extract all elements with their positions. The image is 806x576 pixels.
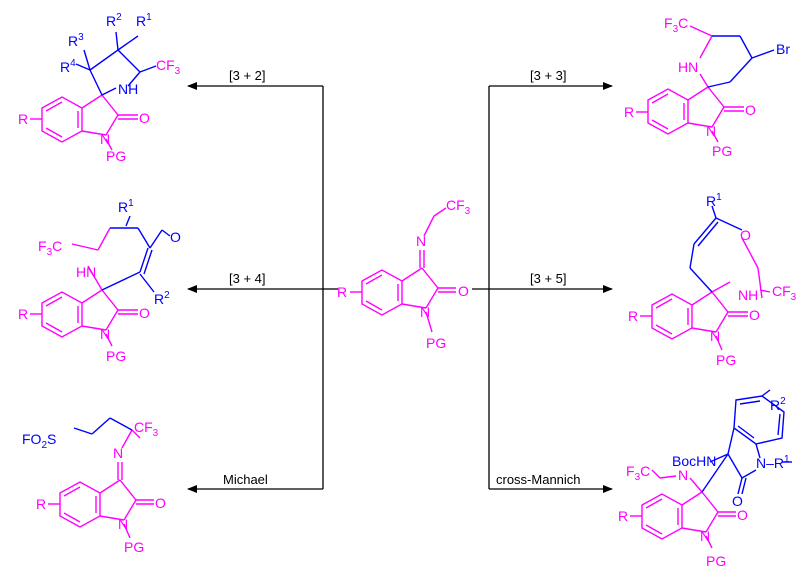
center-o: O <box>458 283 469 299</box>
p35-cf3: CF3 <box>772 283 797 303</box>
pcm-n: N <box>700 528 710 544</box>
p-michael-cf3: CF3 <box>134 419 159 439</box>
p34-aldehyde-o: O <box>170 229 181 245</box>
p34-r2: R2 <box>154 290 170 307</box>
pcm-r2: R2 <box>770 396 786 413</box>
p34-f3c: F3C <box>38 238 62 258</box>
p32-nh: NH <box>118 81 138 97</box>
p34-o: O <box>139 305 150 321</box>
pcm-pg: PG <box>706 553 726 569</box>
left-arrow-tree <box>187 82 338 493</box>
p33-r: R <box>624 104 634 120</box>
p-michael-n: N <box>118 516 128 532</box>
p33-br: Br <box>776 41 790 57</box>
pcm-f3c: F3C <box>626 463 650 483</box>
product-3-3: F3C Br HN R O N PG <box>624 15 790 159</box>
label-michael: Michael <box>223 472 268 487</box>
p32-r4: R4 <box>60 58 76 75</box>
product-michael: FO2S CF3 N R O N PG <box>22 417 166 555</box>
p35-n: N <box>710 328 720 344</box>
p-michael-o: O <box>155 495 166 511</box>
p35-r: R <box>628 308 638 324</box>
p35-nh: NH <box>738 287 758 303</box>
label-3-3: [3 + 3] <box>530 68 567 83</box>
p32-r: R <box>18 111 28 127</box>
pcm-r: R <box>618 508 628 524</box>
p33-f3c: F3C <box>664 15 688 35</box>
p-michael-r: R <box>36 496 46 512</box>
center-pg: PG <box>426 335 446 351</box>
p34-pg: PG <box>106 348 126 364</box>
product-3-5: R1 O CF3 NH R O N PG <box>628 192 797 368</box>
p32-n: N <box>100 131 110 147</box>
p33-pg: PG <box>712 143 732 159</box>
product-3-2: R2 R1 R3 R4 NH CF3 R O N PG <box>18 12 181 164</box>
p32-pg: PG <box>106 148 126 164</box>
label-cross-mannich: cross-Mannich <box>496 472 581 487</box>
product-cross-mannich: R2 N–R1 BocHN O F3C N R O N PG <box>618 389 792 569</box>
p32-cf3: CF3 <box>156 57 181 77</box>
p34-hn: HN <box>76 264 96 280</box>
p32-r3: R3 <box>68 32 84 49</box>
p35-o: O <box>749 307 760 323</box>
p34-r1: R1 <box>118 198 134 215</box>
center-n: N <box>420 304 430 320</box>
center-n-imine: N <box>416 233 426 249</box>
p34-n: N <box>100 326 110 342</box>
p34-r: R <box>18 306 28 322</box>
pcm-o-lactam: O <box>732 493 743 509</box>
pcm-bochn: BocHN <box>672 453 716 469</box>
pcm-n-imine: N <box>678 467 688 483</box>
p32-o: O <box>139 110 150 126</box>
right-arrow-tree <box>472 82 613 493</box>
p32-r1: R1 <box>136 12 152 29</box>
p33-o: O <box>745 102 756 118</box>
label-3-4: [3 + 4] <box>229 271 266 286</box>
center-r: R <box>337 284 347 300</box>
p33-n: N <box>706 123 716 139</box>
product-3-4: R1 O R2 F3C HN R O N PG <box>18 198 181 364</box>
pcm-o: O <box>737 507 748 523</box>
pcm-n-r1: N–R1 <box>756 454 790 471</box>
p32-r2: R2 <box>106 12 122 29</box>
p-michael-fo2s: FO2S <box>22 431 56 451</box>
center-cf3: CF3 <box>446 197 471 217</box>
center-ketimine: R N CF3 O N PG <box>337 197 471 351</box>
p35-pg: PG <box>716 352 736 368</box>
p-michael-pg: PG <box>124 539 144 555</box>
p-michael-n-imine: N <box>113 445 123 461</box>
label-3-2: [3 + 2] <box>229 68 266 83</box>
p35-r1: R1 <box>706 192 722 209</box>
p35-o-ring: O <box>740 227 751 243</box>
label-3-5: [3 + 5] <box>530 271 567 286</box>
p33-hn: HN <box>678 59 698 75</box>
